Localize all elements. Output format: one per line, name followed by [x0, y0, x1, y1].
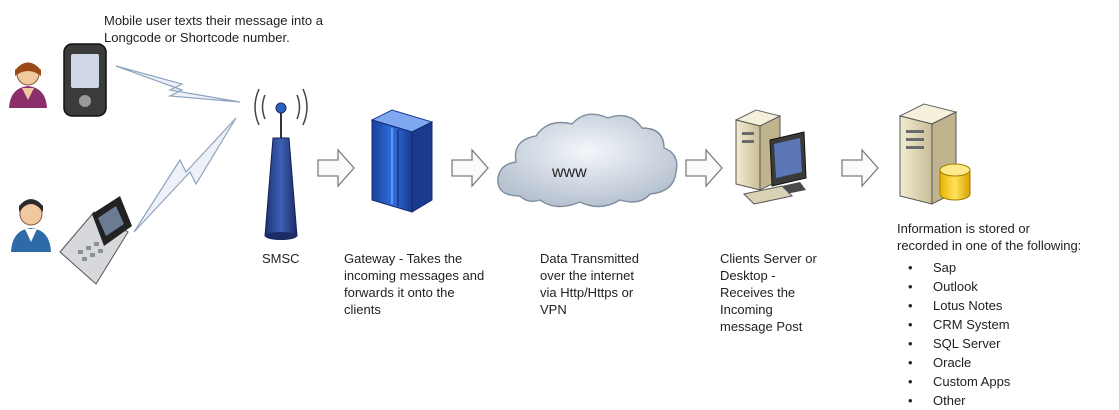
internet-cloud-icon — [497, 113, 678, 208]
mobile-user-top-icon — [9, 62, 47, 108]
bullet-icon: • — [908, 336, 913, 351]
bullet-icon: • — [908, 279, 913, 294]
smsc-tower-icon — [254, 88, 308, 240]
list-item: •Custom Apps — [908, 374, 1011, 389]
signal-bolt-top — [115, 65, 241, 103]
bullet-icon: • — [908, 317, 913, 332]
storage-caption: Information is stored or recorded in one… — [897, 221, 1082, 253]
flow-arrow-1 — [317, 148, 355, 188]
flow-arrow-4 — [841, 148, 879, 188]
list-item: •Oracle — [908, 355, 972, 370]
list-item: •Lotus Notes — [908, 298, 1003, 313]
intro-caption: Mobile user texts their message into a L… — [104, 13, 323, 45]
flow-arrow-3 — [685, 148, 723, 188]
bullet-icon: • — [908, 355, 913, 370]
flow-arrow-2 — [451, 148, 489, 188]
client-caption: Clients Server or Desktop - Receives the… — [720, 251, 817, 334]
smsc-label: SMSC — [262, 251, 300, 266]
list-item: •Sap — [908, 260, 957, 275]
internet-caption: Data Transmitted over the internet via H… — [540, 251, 639, 317]
list-item: •SQL Server — [908, 336, 1001, 351]
storage-options-list: •Sap •Outlook •Lotus Notes •CRM System •… — [905, 258, 1010, 410]
gateway-caption: Gateway - Takes the incoming messages an… — [344, 251, 485, 317]
bullet-icon: • — [908, 393, 913, 408]
list-item: •Other — [908, 393, 966, 408]
database-server-icon — [898, 103, 971, 205]
bullet-icon: • — [908, 260, 913, 275]
bullet-icon: • — [908, 374, 913, 389]
bullet-icon: • — [908, 298, 913, 313]
mobile-user-bottom-icon — [11, 199, 51, 252]
signal-bolt-bottom — [133, 117, 237, 233]
gateway-server-icon — [370, 109, 434, 213]
mobile-phone-top-icon — [63, 43, 107, 117]
cloud-www-label: www — [551, 164, 587, 181]
list-item: •Outlook — [908, 279, 978, 294]
list-item: •CRM System — [908, 317, 1010, 332]
client-desktop-icon — [734, 109, 807, 205]
mobile-phone-bottom-icon — [59, 196, 132, 285]
